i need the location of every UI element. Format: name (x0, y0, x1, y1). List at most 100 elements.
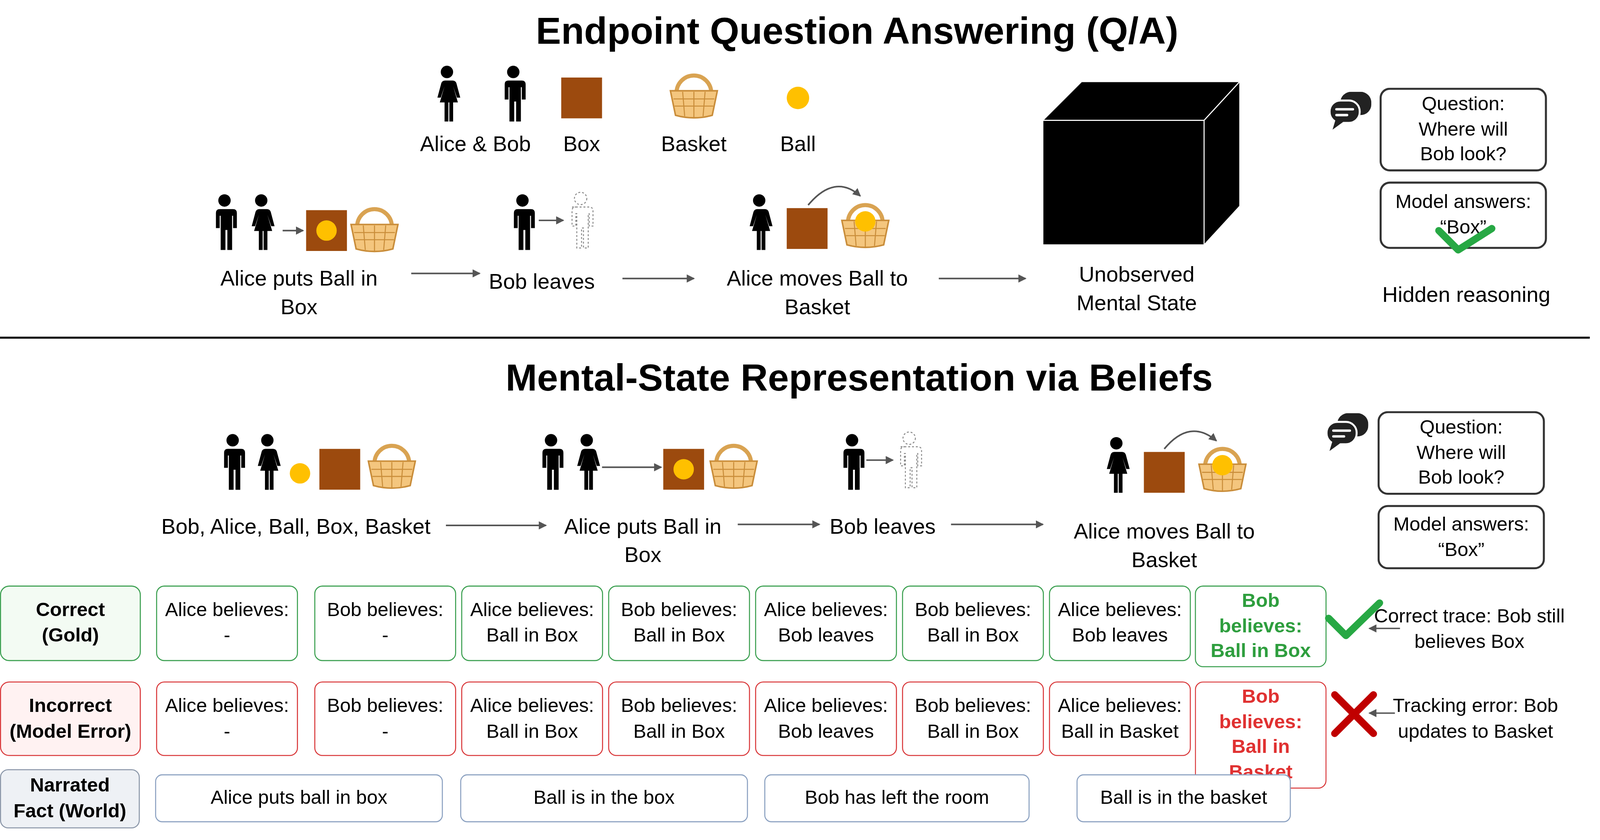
annotation-leaders (1369, 627, 1400, 630)
legend-swatch (561, 77, 603, 119)
cross-mark (1334, 694, 1374, 734)
belief-cell: Bob believes:- (314, 585, 457, 662)
node-heading: Alice believes: (764, 693, 889, 719)
node-heading: Alice believes: (1057, 693, 1182, 719)
node-heading: Question: (1419, 415, 1503, 441)
node-body: Where will Bob look? (1404, 116, 1523, 168)
diagram-title: Endpoint Question Answering (Q/A) (397, 5, 1317, 57)
node-body: - (381, 718, 389, 744)
belief-cell: Bob believes:Ball in Box (902, 681, 1045, 756)
node-heading: Question: (1421, 91, 1505, 117)
node-heading: Alice believes: (470, 693, 595, 719)
legend-icons (437, 65, 718, 122)
top-step-icons (251, 194, 275, 251)
node-heading: Incorrect (Model Error) (5, 693, 136, 745)
belief-cell: Bob believes:Ball in Basket (1195, 681, 1327, 789)
top-step-icons (538, 219, 564, 222)
belief-cell: Alice believes:Bob leaves (1049, 585, 1192, 662)
node-body: Bob leaves (778, 718, 874, 744)
top-step-icons (216, 194, 238, 251)
answer-box: Model answers:“Box” (1377, 505, 1546, 570)
top-step-icons (572, 192, 594, 248)
bottom-step-icons (542, 434, 564, 490)
belief-cell: Alice believes:Bob leaves (755, 585, 898, 662)
bottom-step-icons (1106, 437, 1130, 493)
bottom-step-icons (319, 449, 361, 491)
top-flow-arrows (622, 277, 695, 280)
bottom-step-icons (577, 434, 600, 490)
node-heading: Alice puts ball in box (210, 785, 388, 811)
step-label: Bob leaves (805, 512, 960, 542)
node-body: - (223, 718, 231, 744)
node-body: - (381, 623, 389, 649)
node-heading: Bob believes: (327, 598, 444, 624)
belief-cell: Alice believes:Bob leaves (755, 681, 898, 756)
node-heading: Narrated Fact (World) (13, 773, 127, 825)
legend-icons (504, 65, 526, 122)
step-label: Bob leaves (465, 267, 619, 296)
answer-box: Model answers:“Box” (1379, 181, 1548, 250)
row-header: Narrated Fact (World) (0, 769, 140, 829)
node-heading: Bob believes: (1199, 684, 1323, 736)
top-step-icons (216, 186, 889, 252)
node-heading: Alice believes: (165, 693, 290, 719)
bottom-step-icons (1143, 451, 1185, 493)
step-label: Unobserved Mental State (1065, 260, 1209, 318)
bottom-step-icons (663, 449, 705, 491)
bottom-step-icons (289, 463, 310, 484)
node-heading: Bob believes: (327, 693, 444, 719)
question-box: Question:Where will Bob look? (1379, 87, 1548, 172)
top-step-icons (841, 205, 889, 248)
node-body: Ball in Box (633, 718, 725, 744)
node-body: Ball in Box (486, 623, 579, 649)
bottom-step-icons (673, 459, 694, 480)
row-header: Incorrect (Model Error) (0, 681, 141, 756)
bottom-step-icons (1199, 449, 1246, 492)
row-header: Correct (Gold) (0, 585, 141, 662)
top-flow-arrows (938, 277, 1026, 280)
node-heading: Bob believes: (620, 693, 738, 719)
step-label: Bob, Alice, Ball, Box, Basket (132, 512, 460, 542)
top-step-icons (749, 194, 773, 251)
node-heading: Alice believes: (1057, 598, 1182, 624)
top-step-icons (513, 194, 536, 251)
node-heading: Correct (Gold) (21, 598, 120, 649)
legend-label: Box (510, 129, 654, 159)
step-label: Hidden reasoning (1354, 280, 1579, 310)
bottom-step-icons (601, 466, 662, 469)
fact-box: Alice puts ball in box (155, 774, 443, 823)
top-step-icons (808, 186, 861, 206)
top-step-icons (306, 210, 348, 252)
legend-swatch (786, 86, 810, 110)
node-heading: Bob believes: (914, 598, 1032, 624)
node-heading: Ball is in the box (533, 785, 675, 811)
black-box-cube (1204, 81, 1240, 245)
bottom-step-icons (900, 432, 922, 488)
bottom-step-icons (866, 459, 894, 462)
legend-label: Alice & Bob (404, 129, 547, 159)
chat-icon (1329, 91, 1372, 130)
top-step-icons (786, 208, 828, 250)
black-box-cube (1042, 81, 1240, 245)
node-heading: Model answers: (1395, 190, 1532, 216)
node-body: Ball in Basket (1060, 718, 1179, 744)
node-body: “Box” (1438, 537, 1485, 563)
check-mark (1328, 603, 1380, 636)
node-heading: Bob believes: (914, 693, 1032, 719)
bottom-flow-arrows (445, 524, 546, 527)
belief-cell: Bob believes:Ball in Box (608, 681, 751, 756)
step-label: Tracking error: Bob updates to Basket (1365, 692, 1585, 745)
belief-cell: Bob believes:Ball in Box (608, 585, 751, 662)
top-flow-arrows (411, 272, 480, 275)
bottom-flow-arrows (737, 523, 820, 526)
chat-icon (1326, 413, 1369, 452)
node-body: Ball in Box (633, 623, 725, 649)
legend-label: Ball (726, 129, 870, 159)
step-label: Alice moves Ball to Basket (715, 264, 920, 322)
section-heading: Mental-State Representation via Beliefs (399, 353, 1319, 404)
belief-cell: Bob believes:Ball in Box (1195, 585, 1327, 668)
fact-box: Ball is in the box (460, 774, 748, 823)
node-heading: Alice believes: (165, 598, 290, 624)
belief-cell: Bob believes:- (314, 681, 457, 756)
